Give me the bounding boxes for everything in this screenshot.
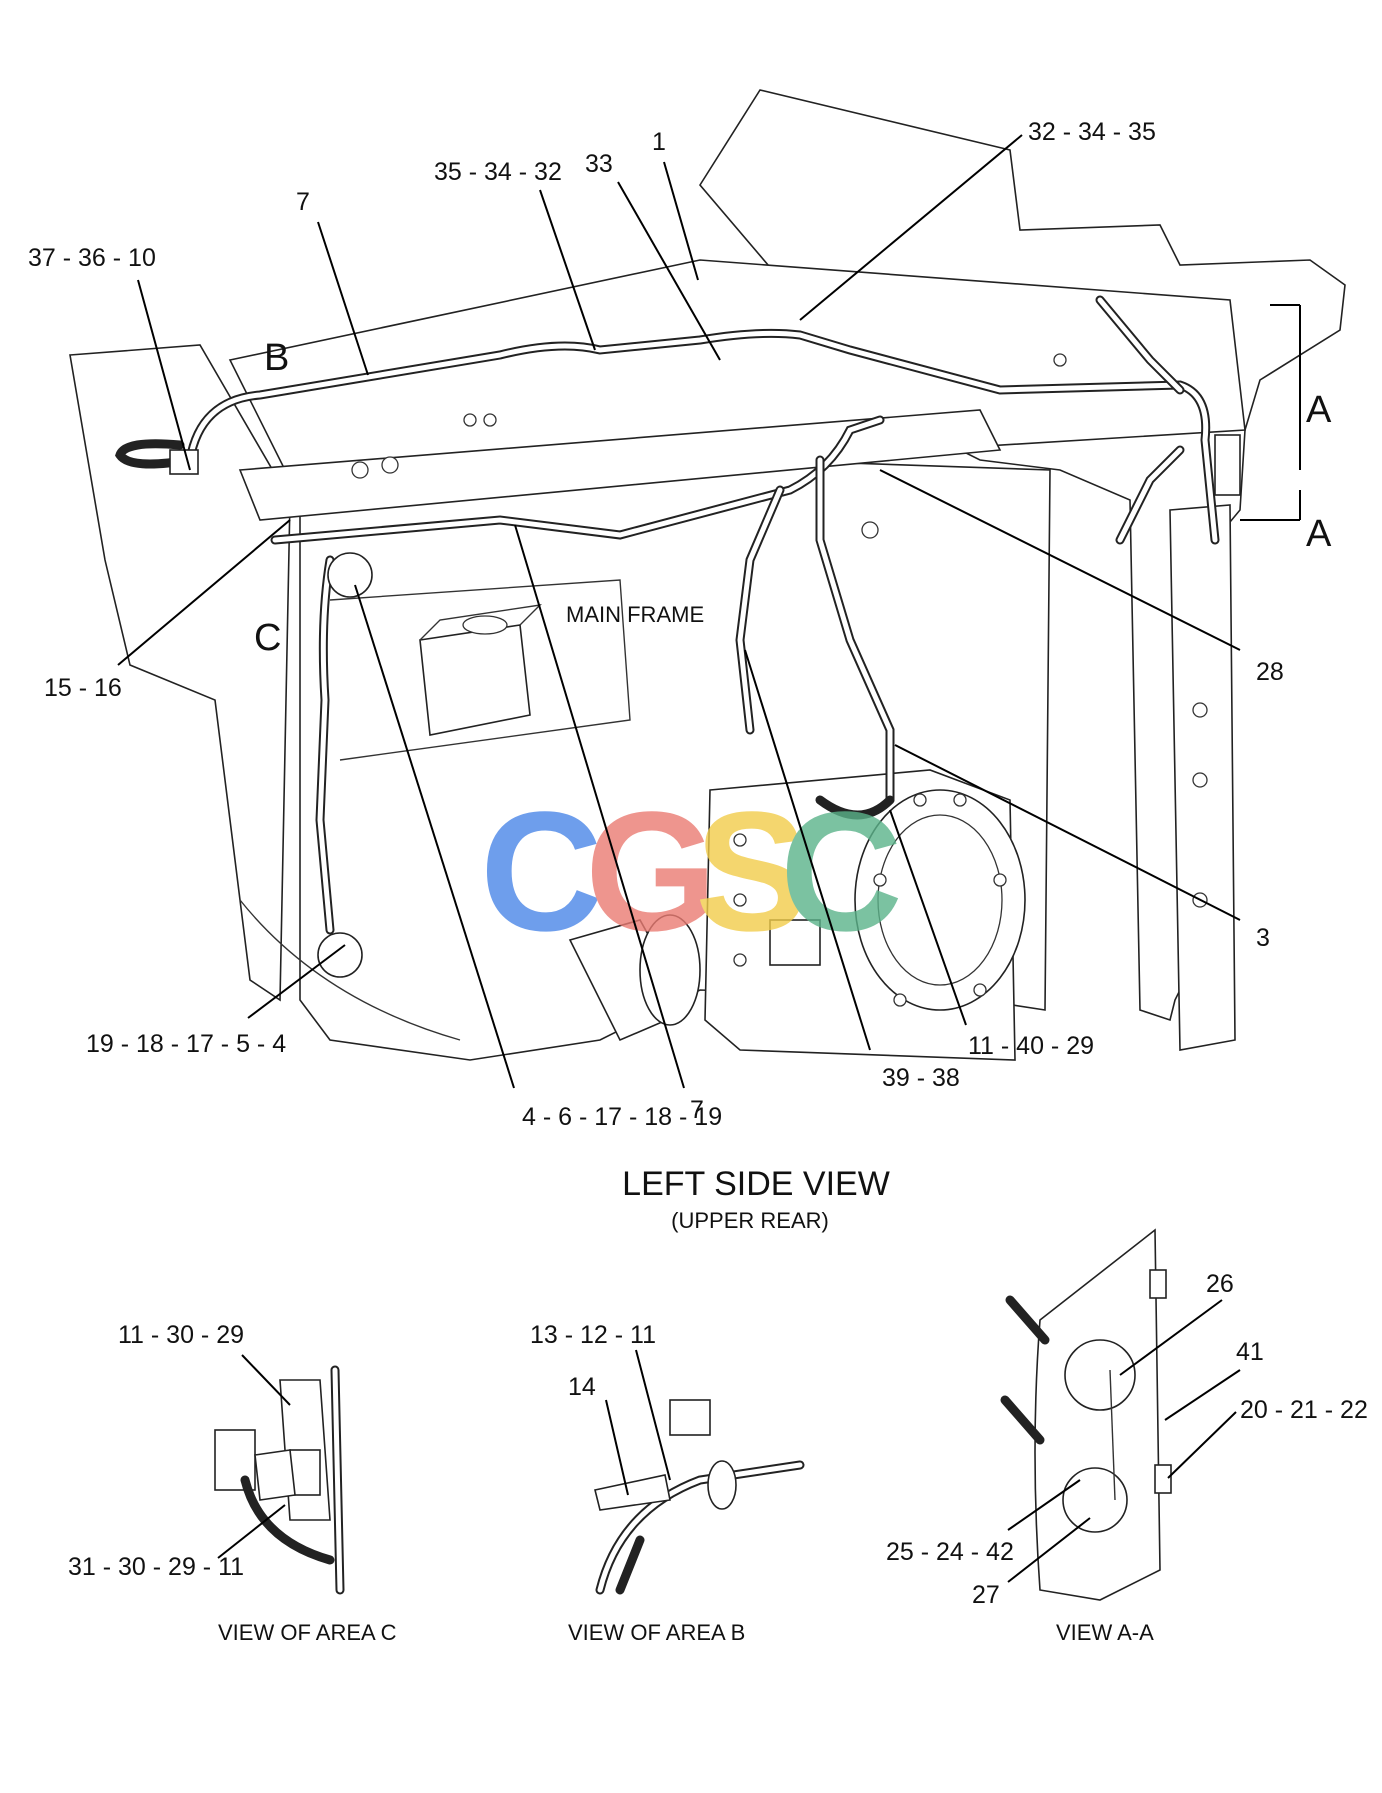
label-20-21-22: 20 - 21 - 22	[1240, 1396, 1368, 1424]
caption-view-area-b: VIEW OF AREA B	[568, 1620, 745, 1645]
callout-b: B	[264, 337, 289, 379]
label-26: 26	[1206, 1270, 1234, 1298]
watermark-letter-c: C	[480, 777, 603, 967]
label-33: 33	[585, 150, 613, 178]
caption-view-a-a: VIEW A-A	[1056, 1620, 1154, 1645]
main-frame-structure	[69, 89, 1346, 1061]
watermark-letter-c2: C	[780, 777, 903, 967]
label-28: 28	[1256, 658, 1284, 686]
view-subtitle: (UPPER REAR)	[671, 1208, 829, 1233]
callout-a-top: A	[1306, 389, 1332, 431]
label-37-36-10: 37 - 36 - 10	[28, 244, 156, 272]
label-13-12-11: 13 - 12 - 11	[530, 1321, 656, 1349]
view-title: LEFT SIDE VIEW	[622, 1165, 890, 1203]
label-7-bottom: 7	[690, 1096, 704, 1124]
caption-view-area-c: VIEW OF AREA C	[218, 1620, 397, 1645]
detail-view-area-c: 11 - 30 - 29 31 - 30 - 29 - 11 VIEW OF A…	[68, 1321, 397, 1645]
detail-view-a-a: 26 41 20 - 21 - 22 25 - 24 - 42 27 VIEW …	[886, 1228, 1368, 1645]
label-1: 1	[652, 128, 666, 156]
label-31-30-29-11: 31 - 30 - 29 - 11	[68, 1553, 244, 1581]
label-15-16: 15 - 16	[44, 674, 122, 702]
watermark-letter-g: G	[585, 777, 717, 967]
label-41: 41	[1236, 1338, 1264, 1366]
main-frame-label: MAIN FRAME	[566, 602, 704, 627]
label-11-30-29: 11 - 30 - 29	[118, 1321, 244, 1349]
part-labels: 37 - 36 - 10 7 35 - 34 - 32 33 1 32 - 34…	[28, 118, 1332, 1233]
label-35-34-32: 35 - 34 - 32	[434, 158, 562, 186]
label-19-18-17-5-4: 19 - 18 - 17 - 5 - 4	[86, 1030, 286, 1058]
label-27: 27	[972, 1581, 1000, 1609]
label-7-top: 7	[296, 188, 310, 216]
wiring-harness	[115, 295, 1241, 978]
leader-lines	[117, 134, 1301, 1089]
label-25-24-42: 25 - 24 - 42	[886, 1538, 1014, 1566]
label-14: 14	[568, 1373, 596, 1401]
watermark: C G S C	[480, 777, 903, 967]
mounting-holes	[351, 353, 1208, 1007]
label-4-6-17-18-19: 4 - 6 - 17 - 18 - 19	[522, 1103, 722, 1131]
watermark-letter-s: S	[695, 777, 808, 967]
callout-a-bottom: A	[1306, 513, 1332, 555]
label-11-40-29: 11 - 40 - 29	[968, 1032, 1094, 1060]
callout-c: C	[254, 617, 281, 659]
label-32-34-35: 32 - 34 - 35	[1028, 118, 1156, 146]
detail-view-area-b: 13 - 12 - 11 14 VIEW OF AREA B	[530, 1321, 805, 1645]
label-3: 3	[1256, 924, 1270, 952]
label-39-38: 39 - 38	[882, 1064, 960, 1092]
